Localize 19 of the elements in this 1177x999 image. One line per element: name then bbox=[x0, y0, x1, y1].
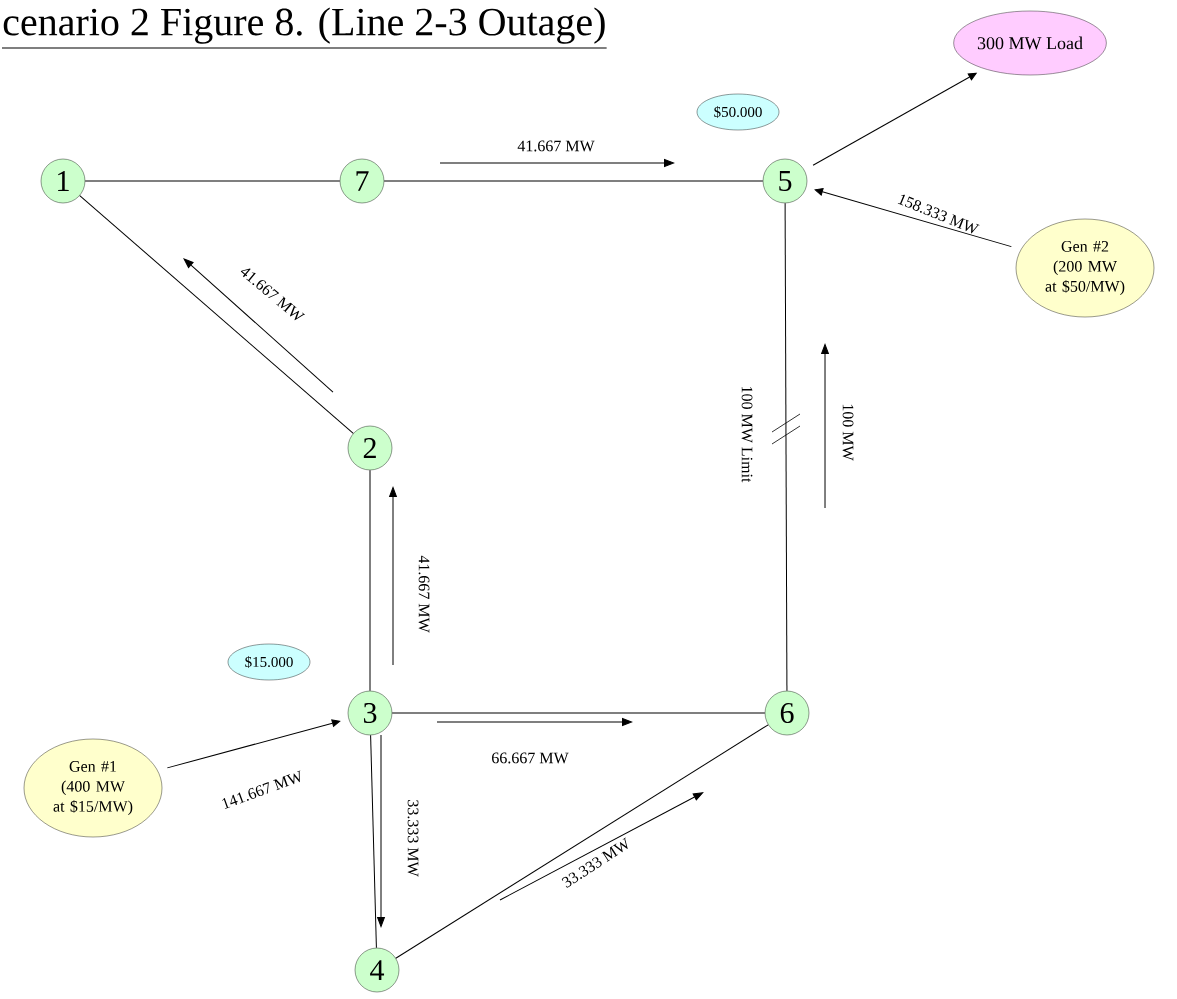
flow-label: 100 MW bbox=[842, 404, 854, 461]
arrow bbox=[814, 188, 1012, 248]
edge-label: 141.667 MW bbox=[222, 770, 301, 809]
line bbox=[79, 195, 354, 434]
arrow bbox=[812, 72, 977, 166]
title: cenario 2 Figure 8. (Line 2-3 Outage) bbox=[1, 7, 608, 49]
line bbox=[369, 469, 371, 692]
flow-label: 100 MW Limit bbox=[741, 387, 753, 483]
line bbox=[784, 202, 788, 692]
line bbox=[395, 724, 769, 959]
flow-label: 41.667 MW bbox=[418, 555, 430, 633]
line bbox=[383, 180, 764, 182]
flow-label: 66.667 MW bbox=[492, 752, 569, 764]
line bbox=[391, 712, 766, 714]
line bbox=[370, 734, 377, 949]
flow-label: 33.333 MW bbox=[407, 800, 419, 877]
arrow bbox=[166, 719, 341, 769]
flow-label: 41.667 MW bbox=[517, 140, 595, 152]
line bbox=[84, 180, 341, 182]
